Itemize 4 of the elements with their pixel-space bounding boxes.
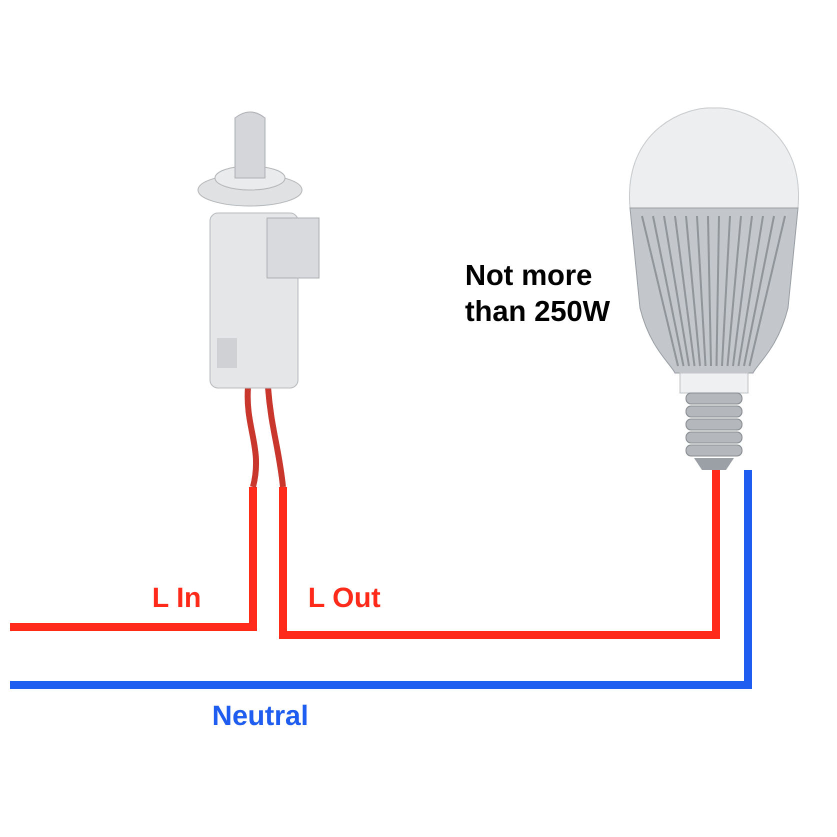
power-rating-note: Not more than 250W	[465, 259, 612, 330]
wire	[10, 487, 257, 631]
wire	[279, 470, 720, 639]
wire	[10, 470, 752, 689]
